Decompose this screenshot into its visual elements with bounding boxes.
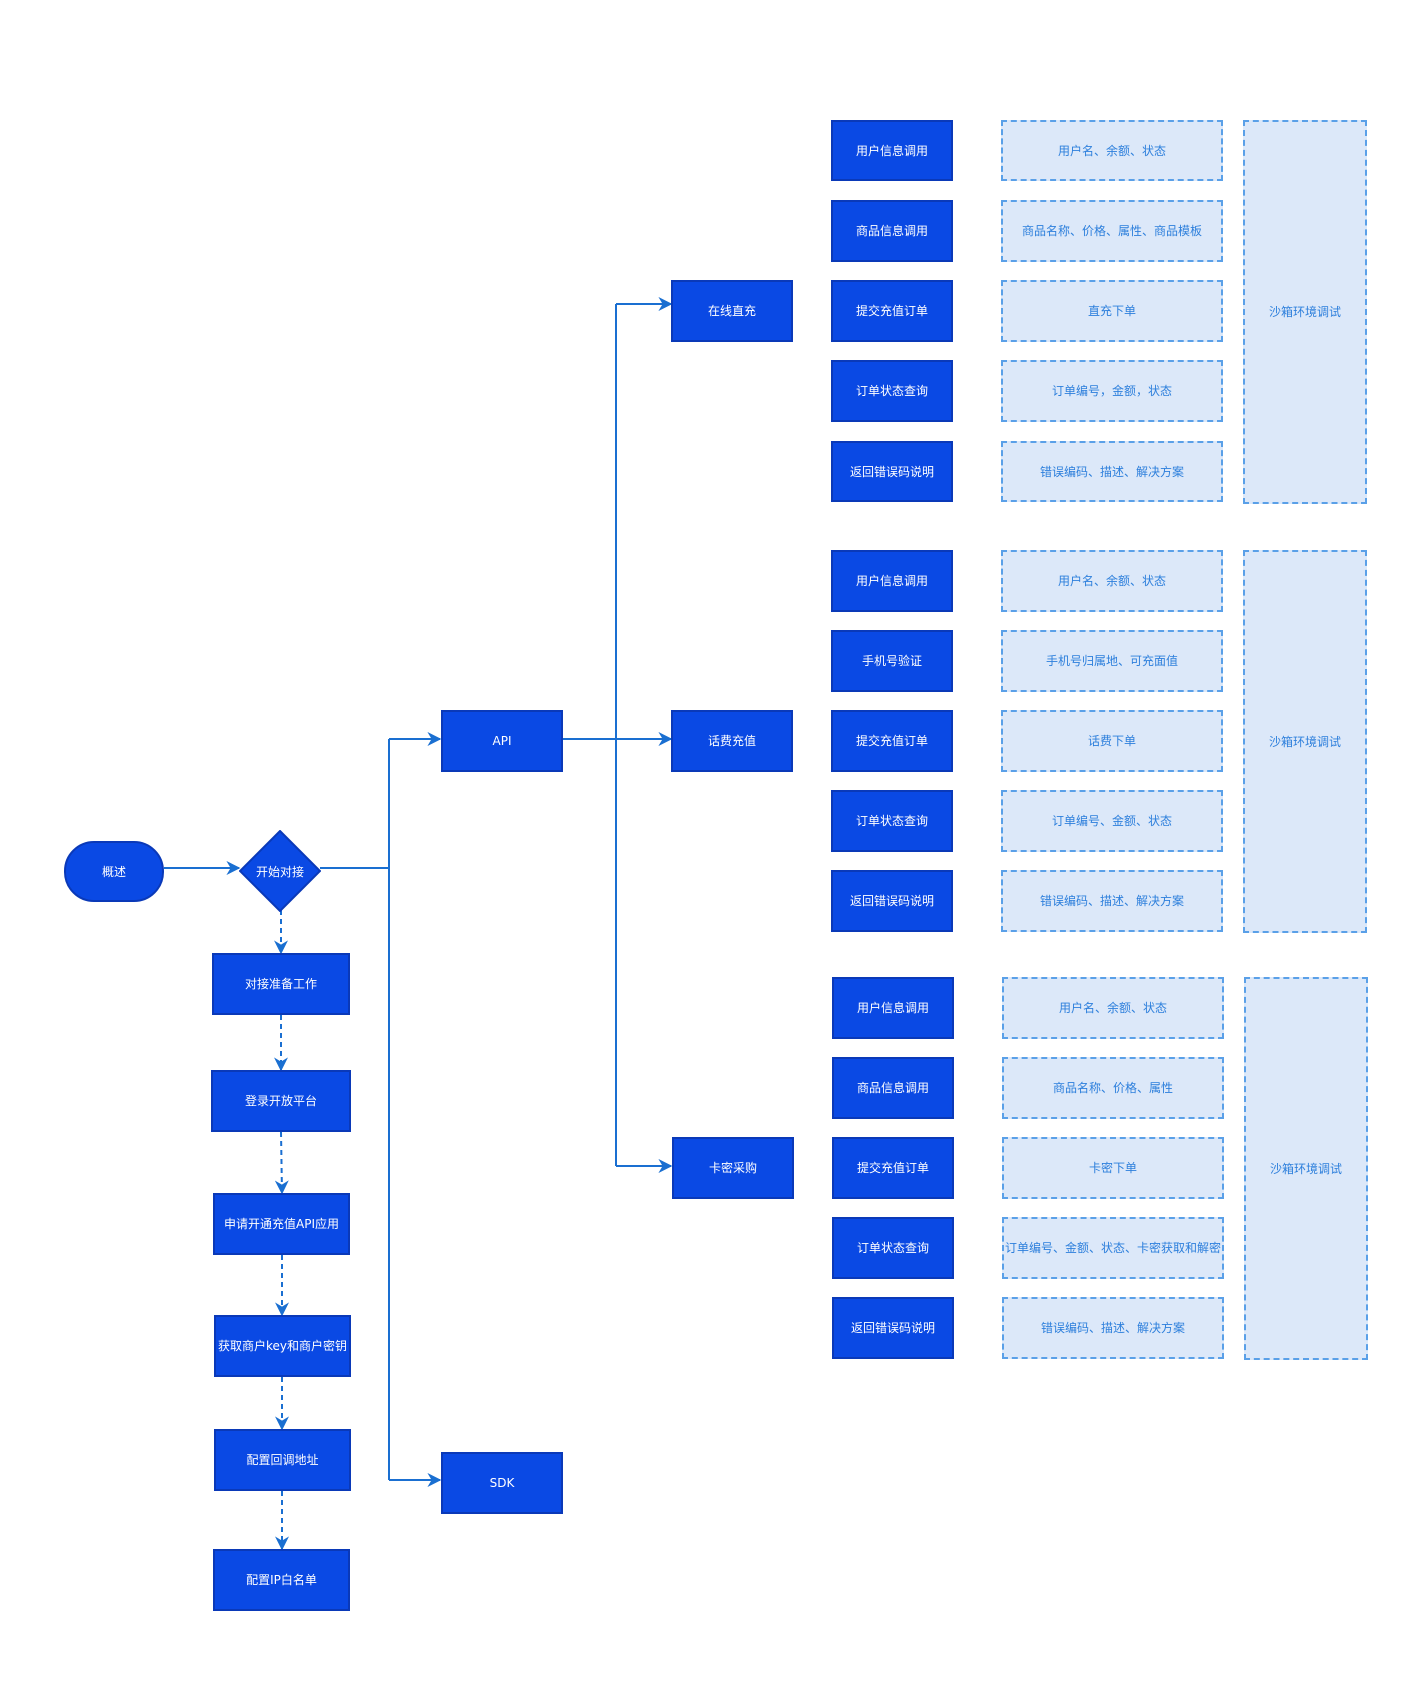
g3-detail-1: 用户名、余额、状态 <box>1002 977 1224 1039</box>
g1-detail-5: 错误编码、描述、解决方案 <box>1001 441 1223 502</box>
group-card-purchase[interactable]: 卡密采购 <box>672 1137 794 1199</box>
prep-step-4[interactable]: 获取商户key和商户密钥 <box>214 1315 351 1377</box>
g3-item-2[interactable]: 商品信息调用 <box>832 1057 954 1119</box>
g1-item-3[interactable]: 提交充值订单 <box>831 280 953 342</box>
g1-item-4[interactable]: 订单状态查询 <box>831 360 953 422</box>
g2-detail-1: 用户名、余额、状态 <box>1001 550 1223 612</box>
g2-detail-4: 订单编号、金额、状态 <box>1001 790 1223 852</box>
g1-detail-3: 直充下单 <box>1001 280 1223 342</box>
g3-detail-2: 商品名称、价格、属性 <box>1002 1057 1224 1119</box>
g2-item-3[interactable]: 提交充值订单 <box>831 710 953 772</box>
g2-item-2[interactable]: 手机号验证 <box>831 630 953 692</box>
g3-detail-5: 错误编码、描述、解决方案 <box>1002 1297 1224 1359</box>
g2-detail-3: 话费下单 <box>1001 710 1223 772</box>
g3-item-3[interactable]: 提交充值订单 <box>832 1137 954 1199</box>
prep-step-2[interactable]: 登录开放平台 <box>211 1070 351 1132</box>
sdk-node[interactable]: SDK <box>441 1452 563 1514</box>
prep-step-5[interactable]: 配置回调地址 <box>214 1429 351 1491</box>
g3-detail-4: 订单编号、金额、状态、卡密获取和解密 <box>1002 1217 1224 1279</box>
g3-sandbox: 沙箱环境调试 <box>1244 977 1368 1360</box>
g3-item-1[interactable]: 用户信息调用 <box>832 977 954 1039</box>
g1-detail-2: 商品名称、价格、属性、商品模板 <box>1001 200 1223 262</box>
g3-item-4[interactable]: 订单状态查询 <box>832 1217 954 1279</box>
g2-sandbox: 沙箱环境调试 <box>1243 550 1367 933</box>
g1-detail-1: 用户名、余额、状态 <box>1001 120 1223 181</box>
start-node[interactable]: 开始对接 <box>239 830 321 912</box>
g1-item-5[interactable]: 返回错误码说明 <box>831 441 953 502</box>
g1-sandbox: 沙箱环境调试 <box>1243 120 1367 504</box>
g3-item-5[interactable]: 返回错误码说明 <box>832 1297 954 1359</box>
prep-step-6[interactable]: 配置IP白名单 <box>213 1549 350 1611</box>
api-node[interactable]: API <box>441 710 563 772</box>
start-label: 开始对接 <box>255 864 304 879</box>
g2-detail-2: 手机号归属地、可充面值 <box>1001 630 1223 692</box>
g2-item-5[interactable]: 返回错误码说明 <box>831 870 953 932</box>
group-online-topup[interactable]: 在线直充 <box>671 280 793 342</box>
overview-node[interactable]: 概述 <box>64 841 164 902</box>
g1-item-1[interactable]: 用户信息调用 <box>831 120 953 181</box>
g2-detail-5: 错误编码、描述、解决方案 <box>1001 870 1223 932</box>
group-phone-topup[interactable]: 话费充值 <box>671 710 793 772</box>
g3-detail-3: 卡密下单 <box>1002 1137 1224 1199</box>
g2-item-4[interactable]: 订单状态查询 <box>831 790 953 852</box>
diamond-shape <box>239 830 321 912</box>
edge-prep-2-3 <box>274 1131 289 1195</box>
g2-item-1[interactable]: 用户信息调用 <box>831 550 953 612</box>
g1-detail-4: 订单编号，金额，状态 <box>1001 360 1223 422</box>
prep-step-1[interactable]: 对接准备工作 <box>212 953 350 1015</box>
g1-item-2[interactable]: 商品信息调用 <box>831 200 953 262</box>
prep-step-3[interactable]: 申请开通充值API应用 <box>213 1193 350 1255</box>
